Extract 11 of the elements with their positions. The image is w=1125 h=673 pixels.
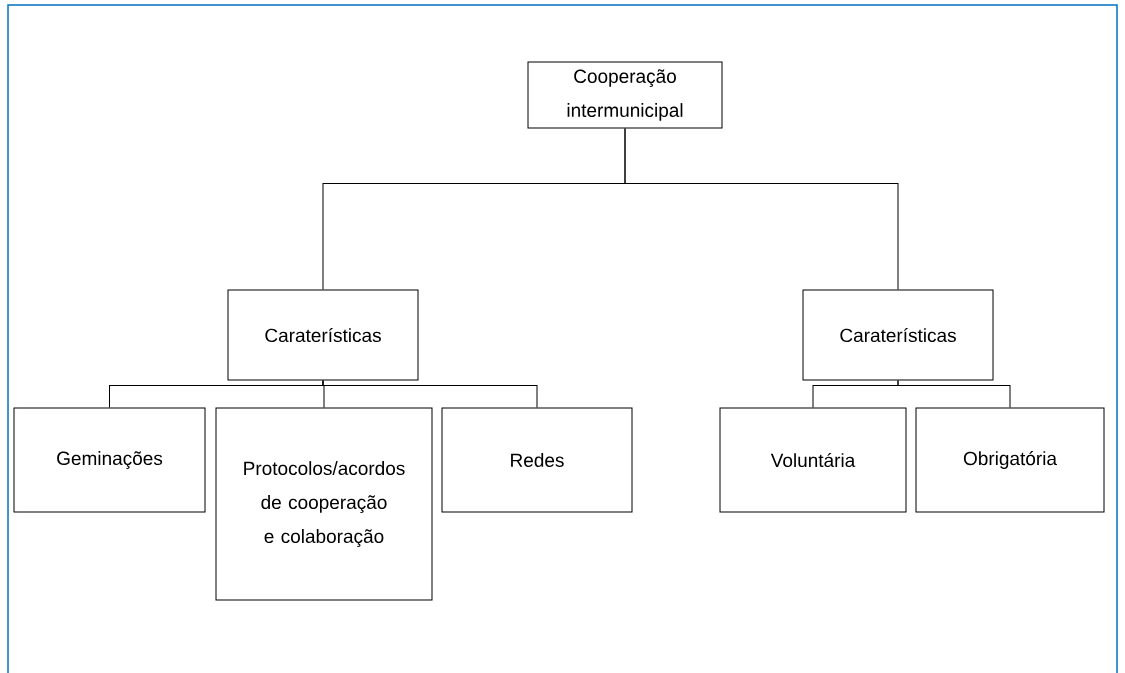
text-box: Redes [441, 407, 633, 513]
text-box: Caraterísticas [227, 289, 419, 381]
text-box: Obrigatória [915, 407, 1105, 513]
text-box: Geminações [13, 407, 206, 513]
text-box: Voluntária [719, 407, 907, 513]
text-box: Cooperação intermunicipal [527, 61, 723, 129]
connector [897, 380, 1011, 408]
text-box: Caraterísticas [802, 289, 994, 381]
connector [322, 380, 538, 408]
text-box: Protocolos/acordos de cooperação e colaboração [215, 407, 433, 601]
connector [624, 128, 899, 290]
